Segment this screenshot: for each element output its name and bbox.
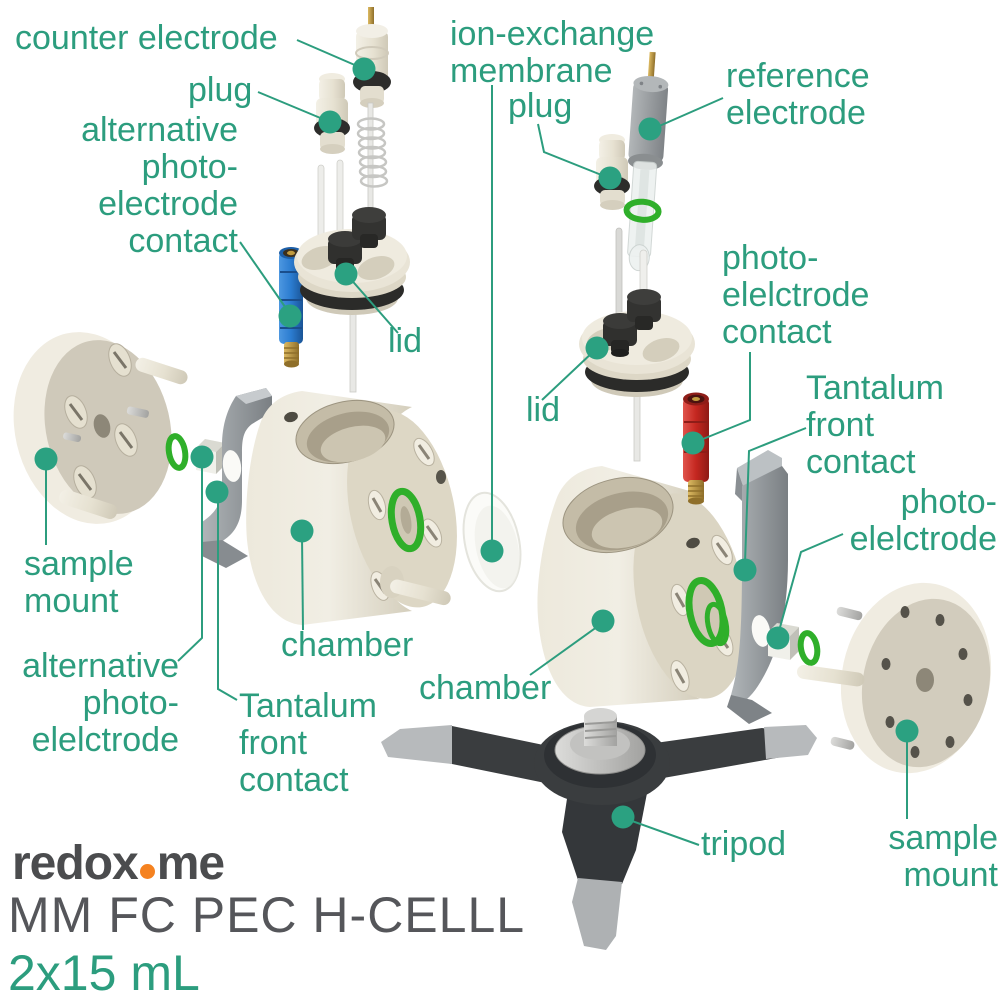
electrode-rod: [367, 102, 374, 219]
label-sample-mount-left: sample mount: [24, 545, 134, 620]
leader-line: [296, 39, 365, 70]
chamber-left-part: [246, 391, 457, 625]
label-dot: [480, 539, 504, 563]
label-dot: [318, 110, 342, 134]
leader-line: [656, 97, 724, 128]
leader-line: [631, 820, 700, 846]
label-tripod: tripod: [701, 825, 787, 863]
label-dot: [895, 719, 919, 743]
brand-logo-prefix: redox: [12, 837, 139, 890]
label-photo-electrode: photo- elelctrode: [849, 483, 997, 558]
sample-mount-left-part: [13, 332, 188, 524]
leader-line: [537, 123, 605, 177]
label-dot: [681, 431, 705, 455]
label-dot: [591, 609, 615, 633]
leader-line: [217, 498, 238, 701]
label-photo-electrode-contact: photo- elelctrode contact: [722, 239, 870, 351]
leader-line: [347, 275, 399, 334]
leader-lines: [45, 39, 908, 846]
lid-right-part: [579, 289, 695, 462]
leader-line: [301, 535, 304, 631]
label-counter-electrode: counter electrode: [15, 19, 278, 57]
label-chamber-right: chamber: [419, 669, 552, 707]
spring-part: [356, 117, 389, 188]
product-title: MM FC PEC H-CELLL: [8, 887, 526, 943]
label-chamber-left: chamber: [281, 626, 414, 664]
label-dots: [34, 57, 919, 829]
label-dot: [190, 445, 214, 469]
tripod-part: [381, 708, 817, 950]
o-ring-left: [165, 433, 189, 471]
product-volume: 2x15 mL: [8, 945, 200, 1000]
label-dot: [766, 626, 790, 650]
leader-line: [177, 462, 203, 662]
label-tantalum-front-contact-right: Tantalum front contact: [806, 369, 944, 481]
label-dot: [352, 57, 376, 81]
leader-line: [697, 352, 751, 442]
label-sample-mount-right: sample mount: [888, 819, 998, 894]
chamber-right-part: [537, 466, 747, 707]
brand-logo-suffix: me: [156, 837, 225, 890]
label-dot: [733, 558, 757, 582]
leader-line: [529, 623, 602, 676]
leader-line: [239, 241, 291, 315]
label-dot: [334, 262, 358, 286]
brand-logo-orange-dot-icon: [139, 864, 155, 879]
leader-line: [541, 350, 595, 401]
label-dot: [611, 805, 635, 829]
leader-line: [778, 533, 844, 632]
leader-line: [744, 427, 807, 564]
label-plug-right: plug: [508, 87, 573, 125]
label-lid-right: lid: [526, 391, 561, 429]
tantalum-front-contact-left-part: [202, 388, 272, 568]
label-alt-photo-electrode: alternative photo- elelctrode: [22, 647, 179, 759]
lid-left-part: [294, 207, 410, 393]
label-reference-electrode: reference electrode: [726, 57, 870, 132]
label-plug-left: plug: [188, 71, 253, 109]
label-dot: [205, 480, 229, 504]
electrode-rod: [615, 227, 623, 325]
label-ion-exchange-membrane: ion-exchange membrane: [450, 15, 655, 90]
label-dot: [638, 117, 662, 141]
label-dot: [585, 336, 609, 360]
label-tantalum-front-contact-left: Tantalum front contact: [239, 687, 377, 799]
label-alt-photo-electrode-contact: alternative photo- electrode contact: [81, 111, 238, 260]
leader-line: [257, 91, 331, 123]
counter-electrode-part: [353, 7, 391, 108]
o-ring-right: [797, 630, 821, 666]
label-dot: [598, 166, 622, 190]
label-lid-left: lid: [388, 322, 423, 360]
sample-mount-right-part: [796, 582, 992, 774]
label-dot: [290, 519, 314, 543]
label-dot: [34, 447, 58, 471]
label-dot: [278, 304, 302, 328]
